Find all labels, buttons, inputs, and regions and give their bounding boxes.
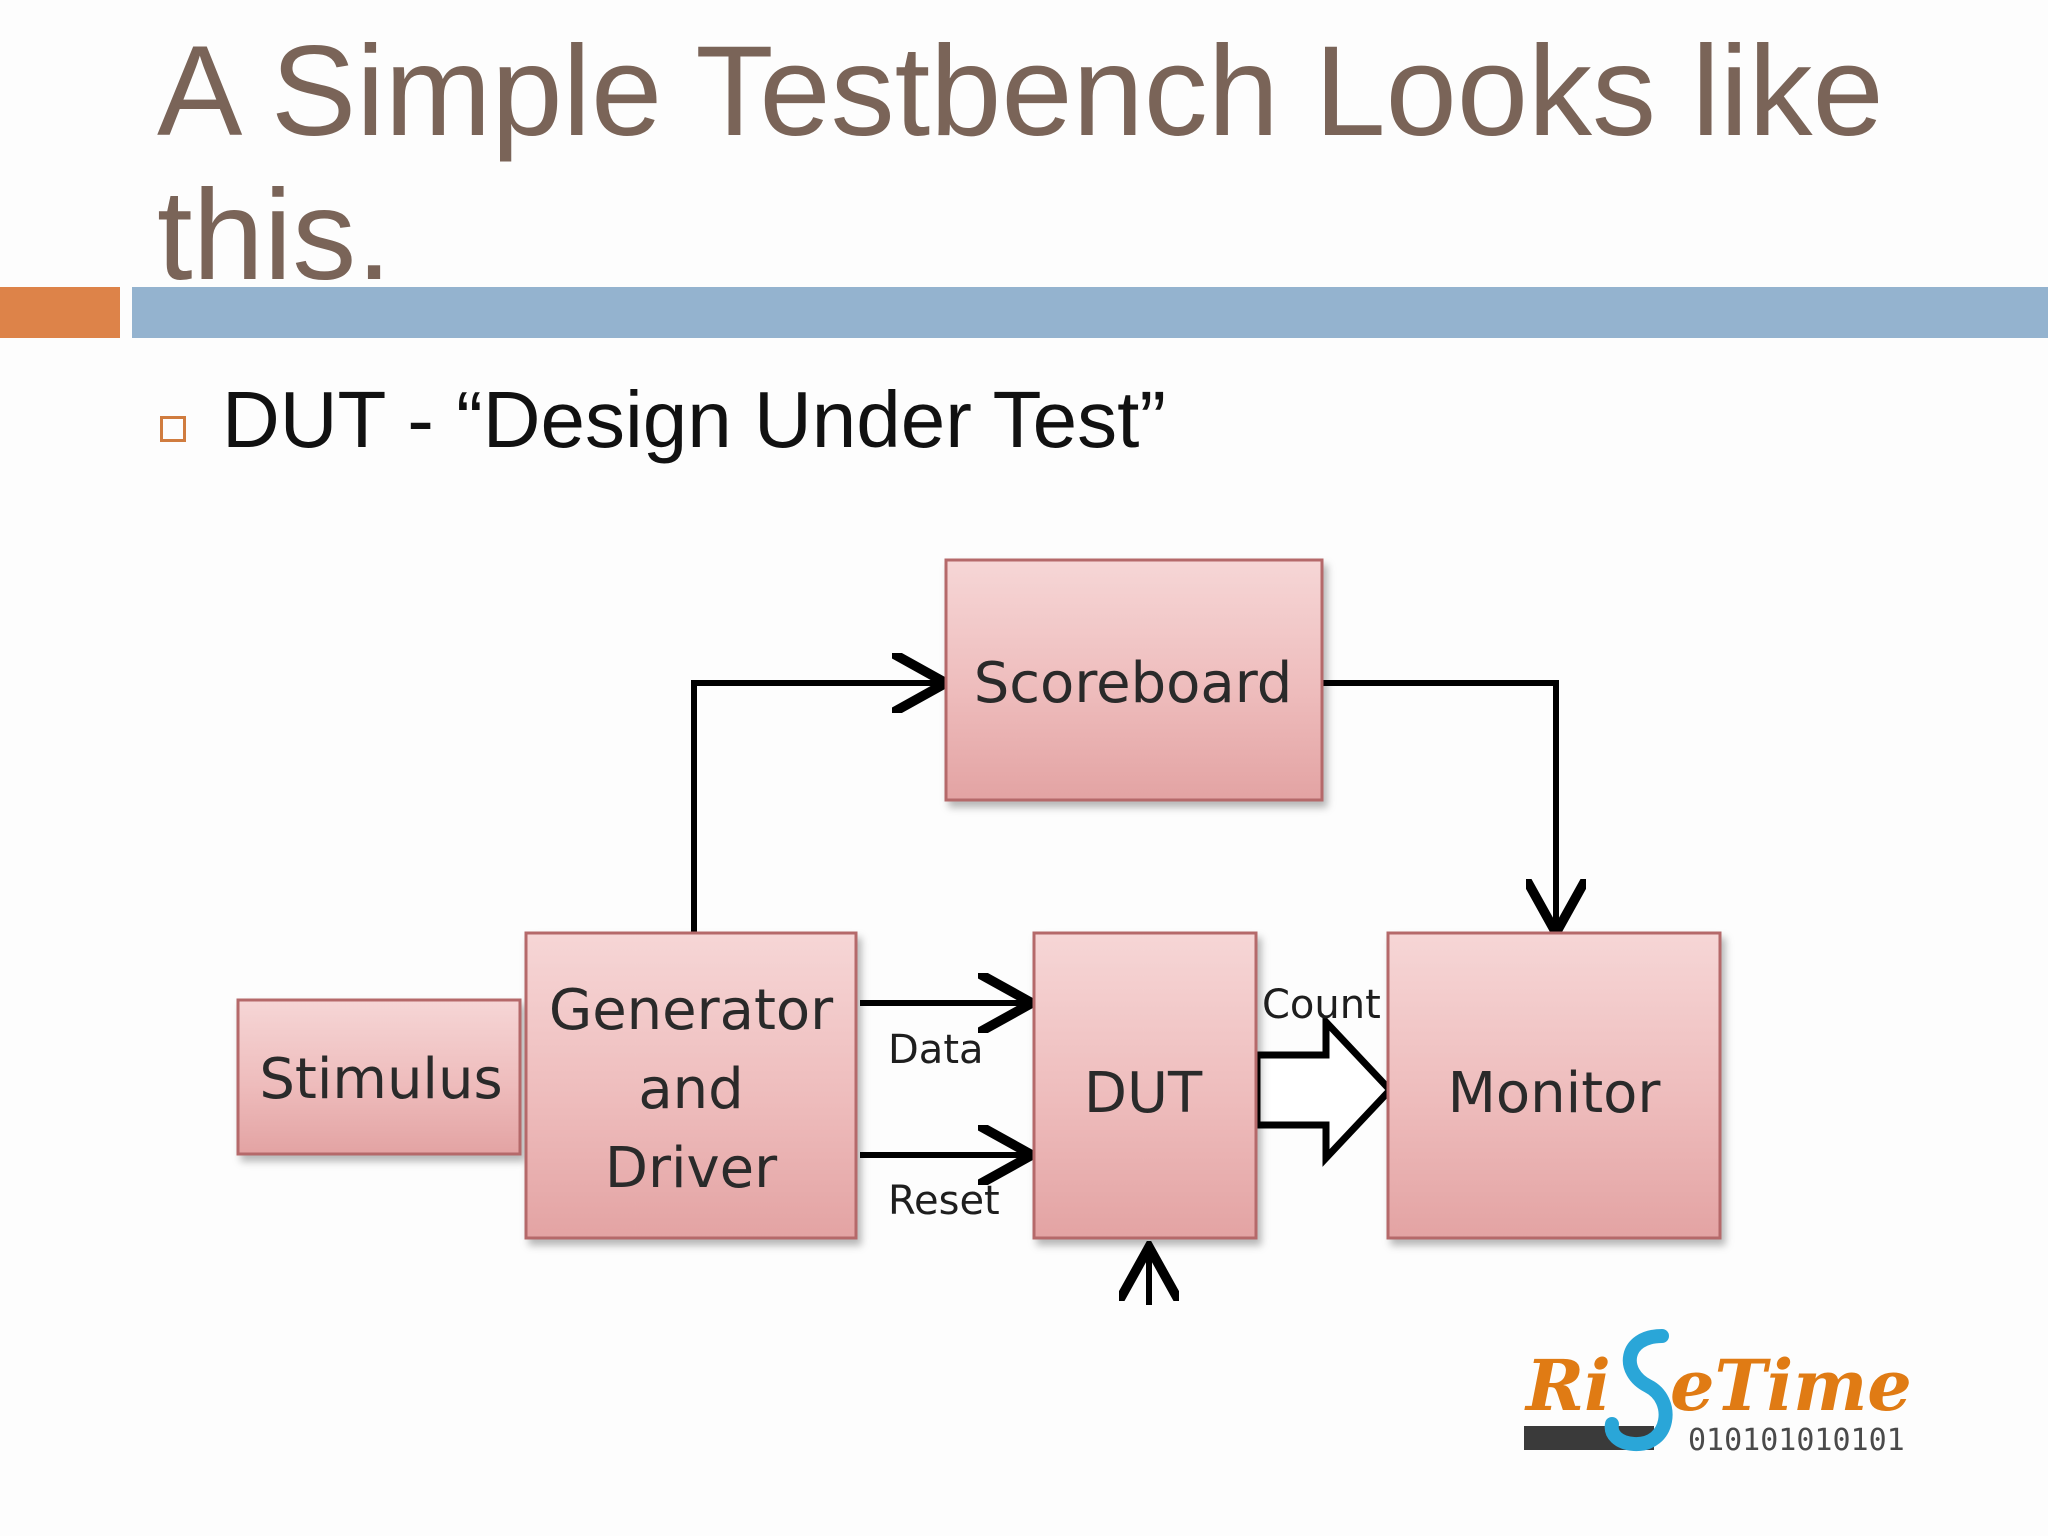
generator-to-scoreboard-arrow — [691, 683, 940, 937]
monitor-label: Monitor — [1448, 1061, 1662, 1126]
generator-label-line2: and — [638, 1057, 743, 1122]
logo-binary: 010101010101 — [1688, 1423, 1905, 1458]
logo-word-right: eTime — [1670, 1344, 1912, 1427]
square-bullet-icon — [160, 416, 186, 442]
count-block-arrow — [1253, 1013, 1395, 1167]
count-edge-label: Count — [1262, 982, 1381, 1028]
dut-label: DUT — [1084, 1061, 1203, 1126]
title-accent-bar-blue — [132, 287, 2048, 338]
stimulus-box — [236, 998, 522, 1156]
scoreboard-box — [944, 558, 1324, 802]
generator-label-line3: Driver — [605, 1136, 778, 1201]
bullet-item: DUT - “Design Under Test” — [160, 370, 1166, 470]
scoreboard-to-monitor-arrow — [1322, 680, 1556, 927]
title-accent-bar-orange — [0, 287, 120, 338]
scoreboard-label: Scoreboard — [974, 651, 1293, 716]
risetime-logo: Ri eTime 010101010101 — [1524, 1329, 1912, 1458]
dut-box — [1032, 931, 1258, 1240]
monitor-box — [1386, 931, 1722, 1240]
bullet-text: DUT - “Design Under Test” — [222, 375, 1166, 464]
data-edge-label: Data — [888, 1027, 984, 1073]
stimulus-label: Stimulus — [259, 1047, 502, 1112]
logo-word-left: Ri — [1524, 1344, 1611, 1427]
logo-s-swirl — [1604, 1329, 1673, 1451]
generator-label-line1: Generator — [549, 978, 834, 1043]
slide-title: A Simple Testbench Looks like this. — [157, 20, 1884, 307]
generator-driver-box — [524, 931, 858, 1240]
reset-edge-label: Reset — [888, 1178, 1000, 1224]
